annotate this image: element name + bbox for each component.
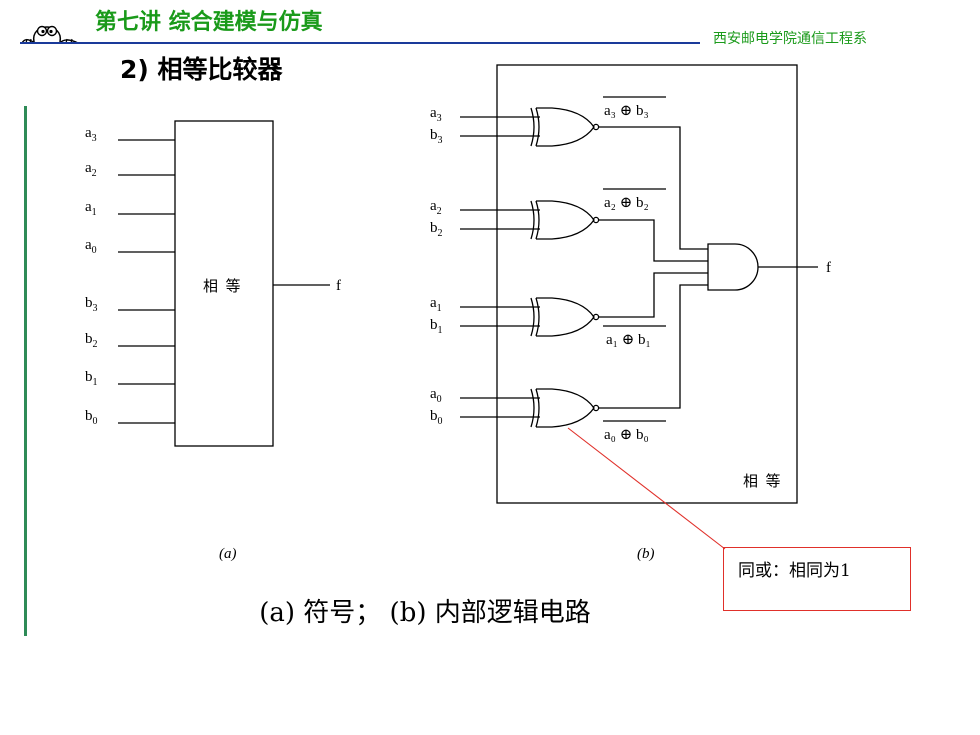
xnor-expression: a₂ ⊕ b₂ (604, 195, 649, 211)
xnor-expression: a₀ ⊕ b₀ (604, 427, 649, 443)
circuit-frame (496, 64, 798, 504)
circuit-input-label: a2 (430, 198, 442, 217)
circuit-input-label: b3 (430, 127, 443, 146)
circuit-input-label: a0 (430, 386, 442, 405)
symbol-input-label: a2 (85, 160, 97, 179)
symbol-block (174, 120, 274, 447)
xnor-expression: a₃ ⊕ b₃ (604, 103, 649, 119)
xnor-gate-1 (460, 272, 708, 337)
organization-name: 西安邮电学院通信工程系 (713, 31, 867, 47)
figure-caption: (a) 符号； (b) 内部逻辑电路 (259, 598, 591, 628)
symbol-input-label: b3 (85, 295, 98, 314)
symbol-output-label: f (336, 278, 341, 294)
xnor-gate-3 (460, 107, 708, 250)
symbol-input-label: b1 (85, 369, 98, 388)
symbol-block-label: 相 等 (203, 277, 241, 295)
header-title: 第七讲 综合建模与仿真 (95, 10, 323, 35)
circuit-caption: (b) (637, 546, 655, 562)
circuit-frame-label: 相 等 (743, 472, 781, 490)
symbol-input-label: a3 (85, 125, 97, 144)
symbol-input-label: a0 (85, 237, 97, 256)
and-gate (707, 243, 759, 291)
xnor-note-box: 同或：相同为1 (723, 547, 911, 611)
circuit-output-label: f (826, 260, 831, 276)
circuit-input-label: b1 (430, 317, 443, 336)
xnor-gate-2 (460, 200, 708, 262)
symbol-input-label: b0 (85, 408, 98, 427)
circuit-input-label: b0 (430, 408, 443, 427)
left-accent-bar (24, 106, 27, 636)
circuit-input-label: a3 (430, 105, 442, 124)
circuit-input-label: b2 (430, 220, 443, 239)
symbol-input-label: a1 (85, 199, 97, 218)
section-title: 2) 相等比较器 (120, 55, 283, 84)
symbol-input-label: b2 (85, 331, 98, 350)
circuit-input-label: a1 (430, 295, 442, 314)
note-connector (567, 427, 726, 550)
header-rule (20, 42, 700, 44)
xnor-gate-0 (460, 284, 708, 428)
symbol-caption: (a) (219, 546, 237, 562)
xnor-expression: a₁ ⊕ b₁ (606, 332, 651, 348)
